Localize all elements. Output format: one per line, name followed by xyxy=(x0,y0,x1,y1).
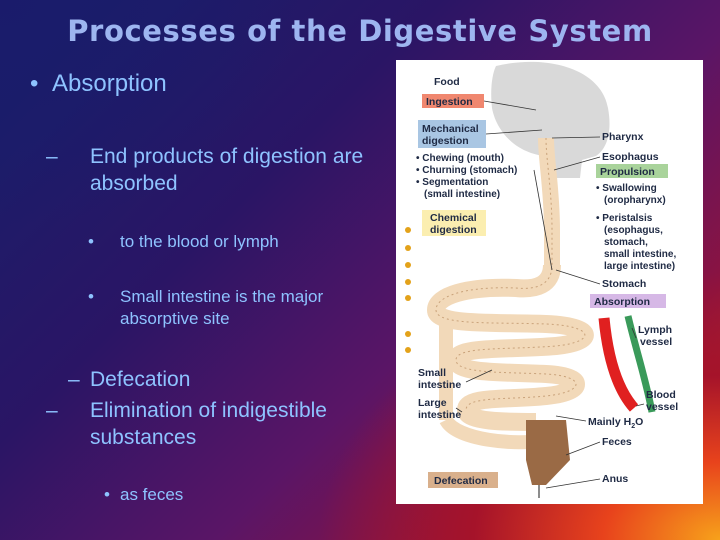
label-peri-4: large intestine) xyxy=(604,261,675,272)
label-absorption: Absorption xyxy=(594,296,650,308)
small-intestine-tube xyxy=(426,264,594,431)
label-lymph-2: vessel xyxy=(640,336,672,348)
label-anus: Anus xyxy=(602,473,628,485)
label-small-1: Small xyxy=(418,367,446,379)
label-lymph-1: Lymph xyxy=(638,324,672,336)
digestive-diagram: Food Ingestion Mechanical digestion • Ch… xyxy=(405,61,678,498)
sub-feces: • as feces xyxy=(104,485,183,505)
label-mechanical-2: digestion xyxy=(422,135,469,147)
label-defecation: Defecation xyxy=(434,475,488,487)
label-mainly-h2o: Mainly H2O xyxy=(588,416,643,430)
label-peri-1: (esophagus, xyxy=(604,225,663,236)
sub-feces-text: as feces xyxy=(120,485,184,504)
sub-blood-lymph-text: to the blood or lymph xyxy=(120,232,279,251)
rectum xyxy=(526,420,570,485)
ingestion-box xyxy=(422,94,484,108)
sub-bullet-marker: • xyxy=(104,485,110,504)
label-stomach: Stomach xyxy=(602,278,646,290)
label-food: Food xyxy=(434,76,460,88)
esophagus-tube xyxy=(538,137,560,265)
dash-marker: – xyxy=(46,399,58,422)
mechanical-box xyxy=(418,120,486,148)
label-peri-3: small intestine, xyxy=(604,249,676,260)
sub-bullet-marker: • xyxy=(88,232,94,251)
food-path xyxy=(435,137,586,411)
dash-end-products: – End products of digestion are absorbed xyxy=(46,143,388,197)
label-chewing: • Chewing (mouth) xyxy=(416,153,504,164)
propulsion-box xyxy=(596,164,668,178)
sub-blood-lymph: • to the blood or lymph xyxy=(88,231,404,253)
dash-elimination-text: Elimination of indigestible substances xyxy=(90,399,327,449)
label-large-2: intestine xyxy=(418,409,461,421)
mainly-sub: 2 xyxy=(631,423,635,430)
sub-small-intestine: • Small intestine is the major absorptive… xyxy=(88,286,384,330)
dash-end-products-text: End products of digestion are absorbed xyxy=(90,145,364,195)
label-mechanical-1: Mechanical xyxy=(422,123,479,135)
label-propulsion: Propulsion xyxy=(600,166,655,178)
lymph-vessel-shape xyxy=(624,315,656,413)
label-pharynx: Pharynx xyxy=(602,131,644,143)
label-peri-2: stomach, xyxy=(604,237,648,248)
label-oropharynx: (oropharynx) xyxy=(604,195,666,206)
label-large-1: Large xyxy=(418,397,447,409)
digestive-process-figure: Food Ingestion Mechanical digestion • Ch… xyxy=(396,60,703,504)
chemical-box xyxy=(422,210,486,236)
label-segmentation: • Segmentation xyxy=(416,177,488,188)
label-esophagus: Esophagus xyxy=(602,151,659,163)
slide-title: Processes of the Digestive System xyxy=(67,14,653,48)
dash-elimination: – Elimination of indigestible substances xyxy=(46,397,388,451)
label-churning: • Churning (stomach) xyxy=(416,165,517,176)
sub-small-intestine-text: Small intestine is the major absorptive … xyxy=(120,287,324,328)
absorption-box xyxy=(590,294,666,308)
label-small-2: intestine xyxy=(418,379,461,391)
label-chemical-1: Chemical xyxy=(430,212,477,224)
bullet-absorption: • Absorption xyxy=(30,70,167,98)
label-chemical-2: digestion xyxy=(430,224,477,236)
sub-bullet-marker: • xyxy=(88,287,94,306)
bullet-absorption-text: Absorption xyxy=(52,70,167,97)
mainly-h: Mainly H xyxy=(588,416,631,428)
bullet-marker: • xyxy=(30,70,39,97)
label-blood-1: Blood xyxy=(646,389,676,401)
label-peristalsis: • Peristalsis xyxy=(596,213,653,224)
dash-marker: – xyxy=(46,145,58,168)
label-feces: Feces xyxy=(602,436,632,448)
head-silhouette xyxy=(491,61,610,178)
mainly-end: O xyxy=(635,416,643,428)
dash-defecation: –Defecation xyxy=(68,366,388,393)
enzyme-drops xyxy=(405,227,411,353)
dash-defecation-text: Defecation xyxy=(90,368,191,391)
dash-marker: – xyxy=(68,368,80,391)
leader-lines xyxy=(455,100,645,489)
label-ingestion: Ingestion xyxy=(426,96,473,108)
label-blood-2: vessel xyxy=(646,401,678,413)
blood-vessel-shape xyxy=(598,317,639,412)
defecation-box xyxy=(428,472,498,488)
label-small-intestine-paren: (small intestine) xyxy=(424,189,500,200)
label-swallowing: • Swallowing xyxy=(596,183,657,194)
